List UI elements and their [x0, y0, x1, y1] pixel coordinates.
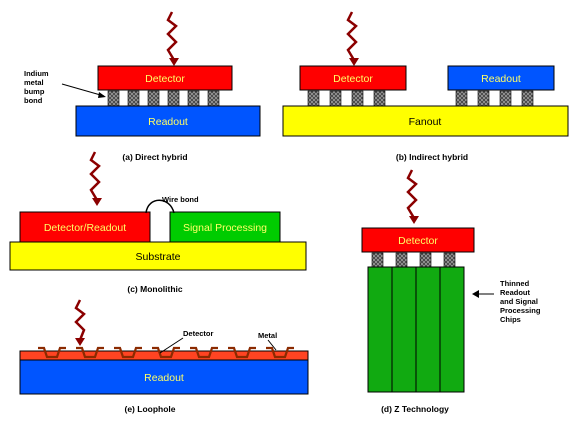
caption-direct-hybrid: (a) Direct hybrid: [122, 152, 187, 162]
fanout-layer: [282, 105, 569, 137]
panel-loophole: Readout Detector Metal (e) Loophole: [19, 299, 309, 414]
svg-text:and Signal: and Signal: [500, 297, 538, 306]
detector-readout-label: Detector/Readout: [44, 222, 126, 234]
substrate-layer: [9, 241, 307, 271]
detector-label: Detector: [398, 235, 438, 247]
photon-arrow-icon: [74, 299, 86, 341]
indium-bump-row: [107, 90, 220, 107]
panel-z-technology: Detector Thinned Readout and Signal Proc…: [361, 169, 541, 414]
svg-text:Chips: Chips: [500, 315, 521, 324]
photon-arrow-icon: [166, 11, 178, 61]
readout-label: Readout: [481, 73, 521, 85]
detector-layer: [97, 65, 233, 91]
detector-label: Detector: [145, 73, 185, 85]
svg-text:Thinned: Thinned: [500, 279, 530, 288]
readout-label: Readout: [148, 116, 188, 128]
readout-layer: [447, 65, 555, 91]
photon-arrow-icon: [346, 11, 358, 61]
metal-annotation: Metal: [258, 331, 277, 340]
detector-label: Detector: [333, 73, 373, 85]
panel-direct-hybrid: Detector Readout Indium metal bump bond …: [24, 11, 261, 162]
detector-layer: [299, 65, 407, 91]
panel-indirect-hybrid: Detector Readout Fanout (b) Indirect hyb…: [282, 11, 569, 162]
fanout-label: Fanout: [409, 116, 442, 128]
svg-text:Indium: Indium: [24, 69, 49, 78]
detector-readout-chip: [19, 211, 151, 243]
photon-arrowhead-icon: [349, 58, 359, 66]
photon-arrowhead-icon: [92, 198, 102, 206]
photon-arrowhead-icon: [169, 58, 179, 66]
wire-bond: [145, 199, 175, 214]
signal-processing-chip: [169, 211, 281, 243]
substrate-label: Substrate: [136, 251, 181, 263]
readout-layer: [19, 359, 309, 395]
svg-text:Readout: Readout: [500, 288, 531, 297]
readout-label: Readout: [144, 372, 184, 384]
thinned-chip-stack: [367, 266, 465, 393]
caption-monolithic: (c) Monolithic: [127, 284, 183, 294]
signal-processing-label: Signal Processing: [183, 222, 267, 234]
metal-contact-row: [38, 346, 294, 359]
thinned-chips-annotation: Thinned Readout and Signal Processing Ch…: [472, 279, 541, 324]
indium-bump-row: [307, 90, 534, 107]
svg-text:metal: metal: [24, 78, 44, 87]
photon-arrow-icon: [89, 151, 101, 201]
detector-layer: [19, 350, 309, 361]
photon-arrowhead-icon: [409, 216, 419, 224]
detector-annotation: Detector: [183, 329, 214, 338]
svg-text:bump: bump: [24, 87, 45, 96]
photon-arrow-icon: [406, 169, 418, 219]
indium-bump-row: [371, 252, 456, 268]
panel-monolithic: Detector/Readout Signal Processing Wire …: [9, 151, 307, 294]
indium-bump-annotation: Indium metal bump bond: [24, 69, 106, 105]
svg-text:bond: bond: [24, 96, 43, 105]
photon-arrowhead-icon: [75, 338, 85, 346]
detector-layer: [361, 227, 475, 253]
caption-indirect-hybrid: (b) Indirect hybrid: [396, 152, 468, 162]
caption-z-technology: (d) Z Technology: [381, 404, 449, 414]
readout-layer: [75, 105, 261, 137]
wire-bond-label: Wire bond: [162, 195, 199, 204]
svg-text:Processing: Processing: [500, 306, 541, 315]
caption-loophole: (e) Loophole: [125, 404, 176, 414]
